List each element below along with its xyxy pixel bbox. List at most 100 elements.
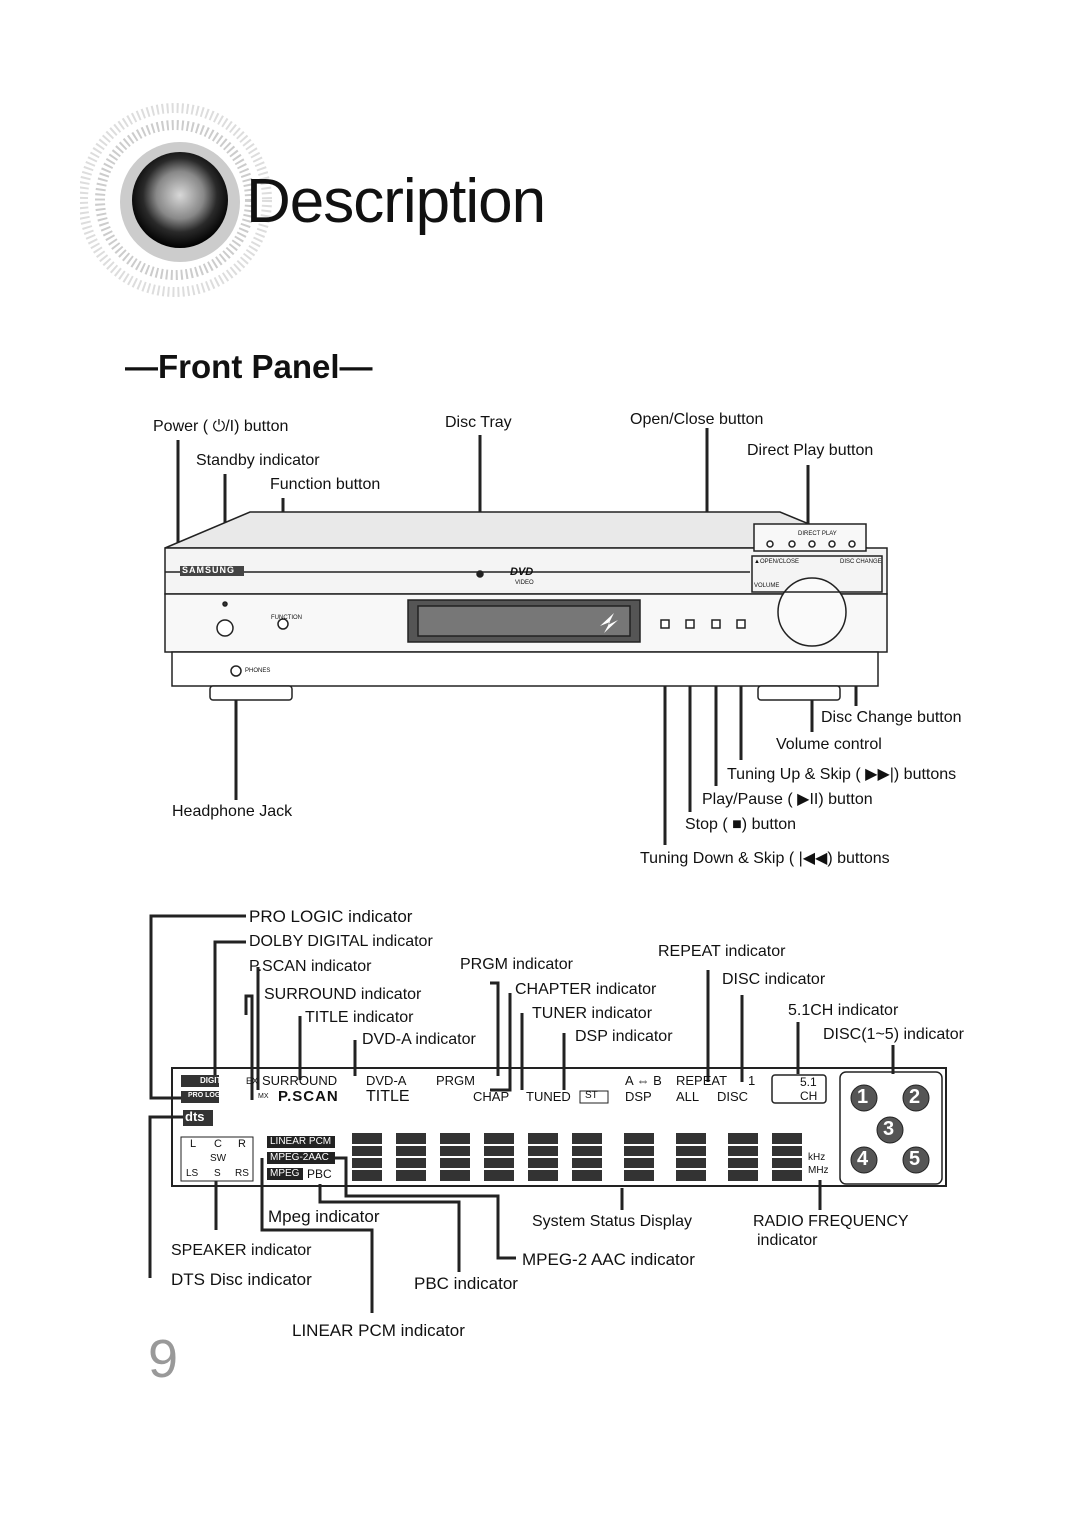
speaker-l: L [190,1138,197,1150]
label-tuning-down: Tuning Down & Skip ( |◀◀) buttons [640,850,890,867]
page-title: Description [246,167,546,236]
disp-title: TITLE [366,1088,410,1105]
disc-num-2: 2 [909,1086,921,1108]
label-speaker: SPEAKER indicator [171,1242,312,1259]
disp-surround: SURROUND [262,1073,338,1088]
label-title: TITLE indicator [305,1009,414,1026]
disp-one: 1 [748,1073,756,1088]
speaker-disc-icon [80,103,272,297]
disp-linear-pcm: LINEAR PCM [270,1136,332,1147]
disp-mpeg2aac: MPEG-2AAC [270,1152,329,1163]
disp-prgm: PRGM [436,1073,475,1088]
label-pbc: PBC indicator [414,1274,518,1293]
disc-num-5: 5 [909,1148,921,1170]
disp-mpeg: MPEG [270,1168,300,1179]
speaker-sw: SW [210,1153,227,1164]
disp-tuned: TUNED [526,1089,571,1104]
dolby-prologic-badge [181,1091,219,1103]
label-disc-change: Disc Change button [821,709,962,726]
disp-dts: dts [185,1109,205,1124]
disp-pscan: P.SCAN [278,1088,339,1105]
label-standby: Standby indicator [196,452,320,469]
dvd-logo: DVD [510,566,534,578]
mpeg-badge [267,1168,303,1180]
volume-label: VOLUME [754,583,780,589]
label-pscan: P.SCAN indicator [249,958,372,975]
label-headphone: Headphone Jack [172,803,293,820]
open-close-label: ▲OPEN/CLOSE [754,559,799,565]
label-radio-frequency: RADIO FREQUENCY [753,1213,909,1230]
label-disc-1-5: DISC(1~5) indicator [823,1026,964,1043]
disp-51: 5.1 [800,1075,817,1089]
disp-dvda: DVD-A [366,1073,407,1088]
label-dvda: DVD-A indicator [362,1031,476,1048]
speaker-rs: RS [235,1168,249,1179]
disp-dsp: DSP [625,1089,652,1104]
label-system-status: System Status Display [532,1213,693,1230]
label-dsp: DSP indicator [575,1028,673,1045]
disp-mhz: MHz [808,1165,829,1176]
direct-play-label: DIRECT PLAY [798,531,837,537]
disc-change-label: DISC CHANGE [840,559,882,565]
label-chapter: CHAPTER indicator [515,981,657,998]
label-mpeg: Mpeg indicator [268,1207,380,1226]
label-prgm: PRGM indicator [460,956,573,973]
label-linear-pcm: LINEAR PCM indicator [292,1321,465,1340]
label-radio-frequency-2: indicator [757,1232,818,1249]
speaker-r: R [238,1138,246,1150]
speaker-c: C [214,1138,222,1150]
disp-chap: CHAP [473,1089,510,1104]
disp-mx: MX [258,1093,269,1100]
disp-khz: kHz [808,1152,826,1163]
disp-st: ST [585,1090,598,1101]
display-panel [171,1067,947,1187]
disc-num-3: 3 [883,1118,895,1140]
label-tuning-up: Tuning Up & Skip ( ▶▶|) buttons [727,766,957,783]
mpeg2aac-badge [267,1152,335,1164]
dolby-digital-badge [181,1075,219,1087]
label-play-pause: Play/Pause ( ▶II) button [702,791,873,808]
segment-gaps [352,1144,806,1170]
dvd-video-label: VIDEO [515,580,534,586]
disc-circles [850,1084,930,1174]
section-title: —Front Panel— [125,348,373,385]
label-dts: DTS Disc indicator [171,1270,312,1289]
label-51ch: 5.1CH indicator [788,1002,899,1019]
speaker-ls: LS [186,1168,199,1179]
disc-num-4: 4 [857,1148,869,1170]
label-open-close: Open/Close button [630,411,764,428]
disp-ex: EX [246,1076,259,1086]
disp-repeat: REPEAT [676,1073,728,1088]
function-label: FUNCTION [271,615,302,621]
phones-label: PHONES [245,668,271,674]
disp-disc: DISC [717,1089,749,1104]
label-power: Power ( ⏻/I) button [153,418,289,435]
label-pro-logic: PRO LOGIC indicator [249,907,413,926]
label-volume: Volume control [776,736,882,753]
disp-all: ALL [676,1089,700,1104]
brand-logo: SAMSUNG [182,565,236,575]
label-surround: SURROUND indicator [264,986,422,1003]
disc-num-1: 1 [857,1086,869,1108]
label-mpeg2aac: MPEG-2 AAC indicator [522,1250,695,1269]
label-dolby-digital: DOLBY DIGITAL indicator [249,933,433,950]
disp-digital: DIGITAL [200,1076,232,1085]
speaker-s: S [214,1168,221,1179]
linear-pcm-badge [267,1136,335,1148]
label-tuner: TUNER indicator [532,1005,653,1022]
samsung-logo-bar [180,566,244,576]
page-number: 9 [148,1329,179,1389]
label-direct-play: Direct Play button [747,442,874,459]
label-repeat: REPEAT indicator [658,943,786,960]
disp-prologic: PRO LOGIC II [188,1092,234,1099]
disp-ch: CH [800,1089,818,1103]
label-disc-tray: Disc Tray [445,414,512,431]
dvd-player-body [164,511,888,701]
dts-badge [183,1110,213,1126]
label-disc: DISC indicator [722,971,826,988]
header-logo [80,100,280,310]
disp-ab: A ⇔ B [625,1073,662,1088]
disp-pbc: PBC [307,1167,332,1181]
label-stop: Stop ( ■) button [685,816,797,833]
